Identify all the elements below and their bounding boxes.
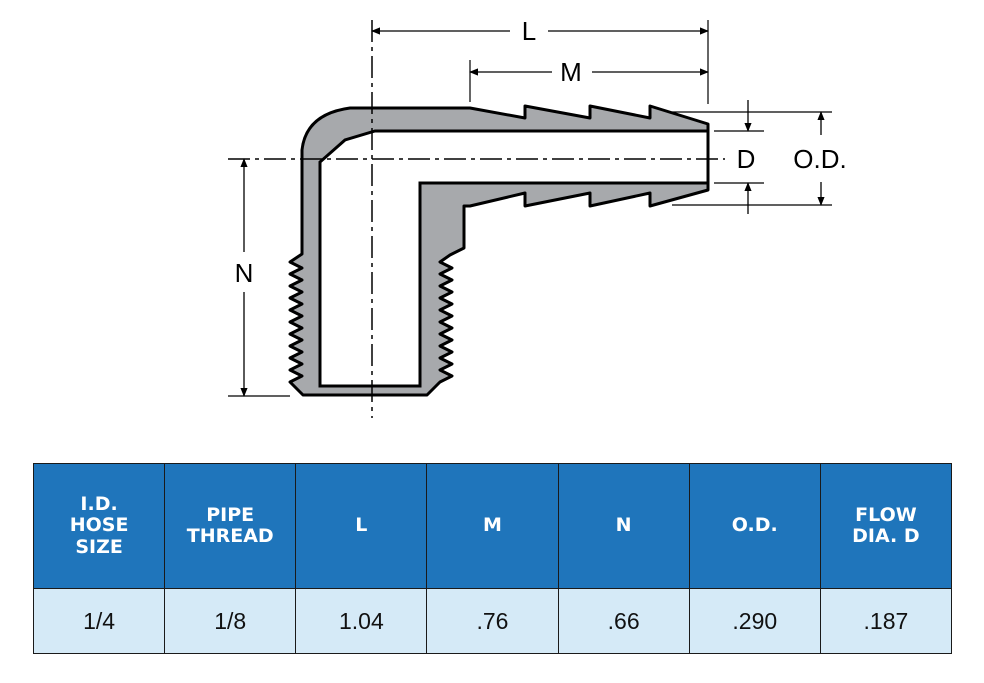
table-row: 1/4 1/8 1.04 .76 .66 .290 .187 <box>32 588 953 654</box>
dimension-label-N: N <box>235 258 254 288</box>
header-id-hose-size: I.D. HOSE SIZE <box>32 463 166 589</box>
dimension-label-OD: O.D. <box>793 144 846 174</box>
cell-n: .66 <box>557 588 690 654</box>
header-n: N <box>557 463 690 589</box>
elbow-fitting-drawing: L M N D O.D. <box>228 16 847 418</box>
cell-l: 1.04 <box>295 588 428 654</box>
dimension-label-L: L <box>522 16 536 46</box>
header-od: O.D. <box>688 463 821 589</box>
dimension-label-M: M <box>560 57 582 87</box>
cell-m: .76 <box>426 588 559 654</box>
table-header-row: I.D. HOSE SIZE PIPE THREAD L M N O.D. FL… <box>32 463 953 589</box>
cell-flow-dia-d: .187 <box>819 588 953 654</box>
dimension-label-D: D <box>737 144 756 174</box>
header-pipe-thread: PIPE THREAD <box>164 463 297 589</box>
header-l: L <box>295 463 428 589</box>
header-m: M <box>426 463 559 589</box>
header-flow-dia-d: FLOW DIA. D <box>819 463 953 589</box>
fitting-bore <box>318 129 710 388</box>
cell-pipe-thread: 1/8 <box>164 588 297 654</box>
spec-table: I.D. HOSE SIZE PIPE THREAD L M N O.D. FL… <box>32 463 953 654</box>
cell-od: .290 <box>688 588 821 654</box>
cell-id-hose-size: 1/4 <box>32 588 166 654</box>
